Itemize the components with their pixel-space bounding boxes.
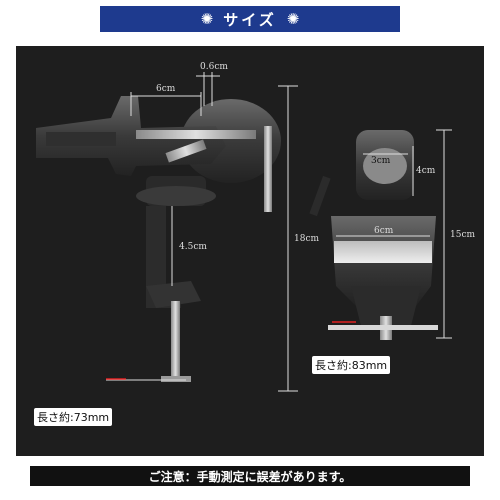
sparkle-icon: ✺: [200, 10, 214, 28]
dim-head-height-label: 4cm: [416, 166, 436, 176]
dim-jaw-width-side-label: 6cm: [156, 84, 176, 94]
dim-jaw-width-front-label: 6cm: [374, 226, 394, 236]
dim-total-height-label: 18cm: [294, 234, 320, 244]
front-view-vise: [309, 130, 438, 340]
front-handle-length-label: 長さ約:83mm: [312, 356, 391, 374]
sparkle-icon: ✺: [286, 10, 300, 28]
product-photo: 0.6cm 6cm 4.5cm 18cm 3cm 4cm 6cm 15cm 長さ…: [16, 46, 484, 456]
measurement-lines: [106, 72, 452, 392]
dim-gap-label: 0.6cm: [200, 62, 228, 72]
dim-clamp-depth-label: 4.5cm: [179, 242, 207, 252]
dim-screw-diameter-label: 3cm: [371, 156, 391, 166]
dim-front-height-label: 15cm: [450, 230, 476, 240]
footer-note-text: ご注意：手動測定に誤差があります。: [148, 469, 352, 484]
side-view-vise: [36, 96, 281, 382]
bottom-handle-length-label: 長さ約:73mm: [34, 408, 113, 426]
banner-title: サイズ: [223, 10, 277, 29]
length-arrows: [106, 321, 356, 380]
vise-illustration: [36, 72, 452, 392]
title-banner: ✺ サイズ ✺: [100, 6, 400, 32]
measurement-note: ご注意：手動測定に誤差があります。: [30, 466, 470, 486]
